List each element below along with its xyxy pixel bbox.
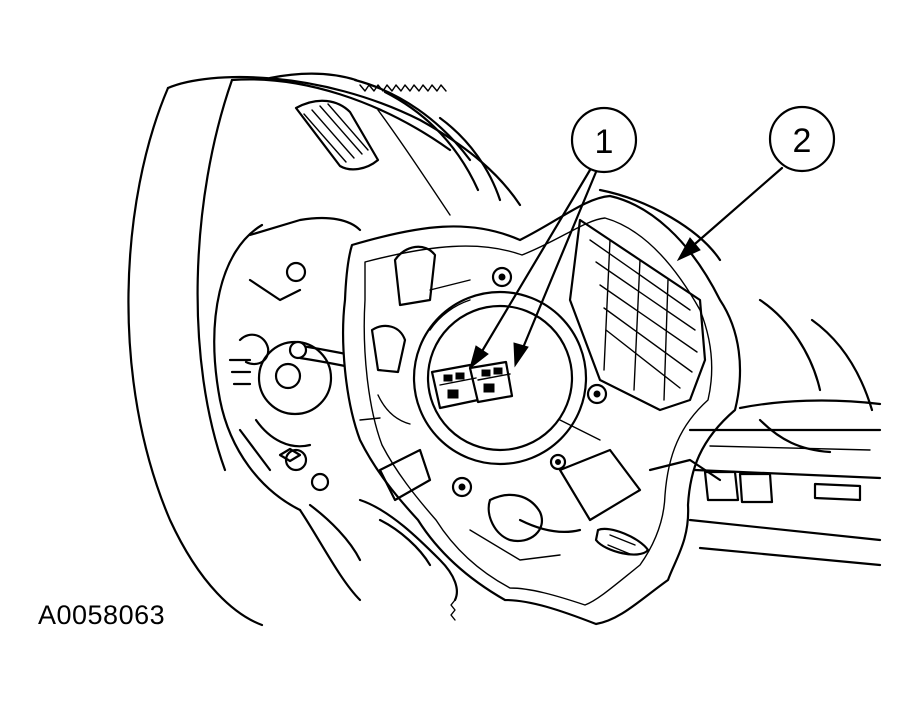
air-vent <box>294 99 380 171</box>
callout-2-label: 2 <box>793 122 812 160</box>
mounting-nuts <box>451 266 608 498</box>
callout-2-circle <box>768 105 836 173</box>
clockspring-ring <box>412 290 588 466</box>
electrical-connectors <box>430 360 514 410</box>
steering-wheel-rim <box>127 72 874 627</box>
callout-1: 1 <box>570 106 638 174</box>
nut-right <box>586 383 608 405</box>
figure-id-label: A0058063 <box>38 600 166 630</box>
instrument-panel-trim <box>688 399 882 567</box>
airbag-module <box>342 194 742 626</box>
callout-2-leaders <box>676 166 784 262</box>
wheel-stitching <box>359 84 456 621</box>
callout-2: 2 <box>768 105 836 173</box>
nut-top <box>491 266 513 288</box>
callout-1-leaders <box>469 168 598 370</box>
nut-lower-right <box>549 453 567 471</box>
nut-bottom <box>451 476 473 498</box>
callout-1-label: 1 <box>595 123 614 161</box>
steering-hub <box>213 216 458 602</box>
callout-1-circle <box>570 106 638 174</box>
